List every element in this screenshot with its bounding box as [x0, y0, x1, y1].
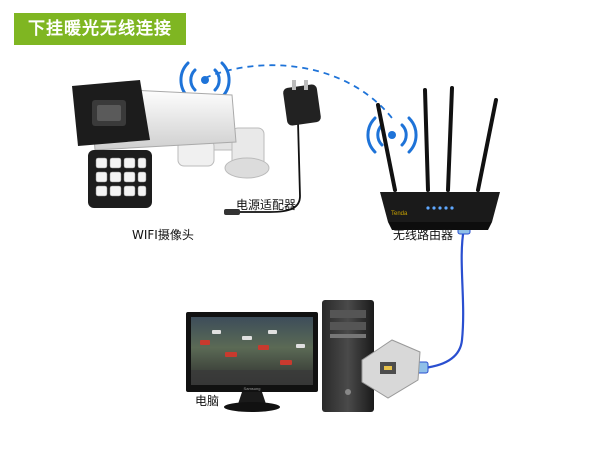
monitor-icon: Samsung	[186, 312, 318, 412]
power-adapter-icon	[283, 80, 321, 126]
router-brand-label: Tenda	[391, 211, 408, 217]
ethernet-cable	[423, 227, 466, 370]
router-label: 无线路由器	[393, 228, 454, 242]
diagram-title: 下挂暖光无线连接	[14, 13, 186, 45]
camera-icon	[72, 80, 270, 208]
rj45-icon	[361, 339, 421, 399]
dc-plug	[224, 209, 240, 215]
power-cable	[238, 121, 301, 213]
wifi-icon	[366, 116, 418, 154]
camera-label: WIFI摄像头	[132, 228, 194, 242]
adapter-label: 电源适配器	[236, 198, 297, 212]
wifi-icon	[179, 61, 231, 99]
monitor-brand-label: Samsung	[244, 386, 261, 391]
computer-label: 电脑	[195, 394, 220, 408]
pc-tower-icon	[322, 300, 374, 412]
router-icon: Tenda	[376, 86, 500, 230]
